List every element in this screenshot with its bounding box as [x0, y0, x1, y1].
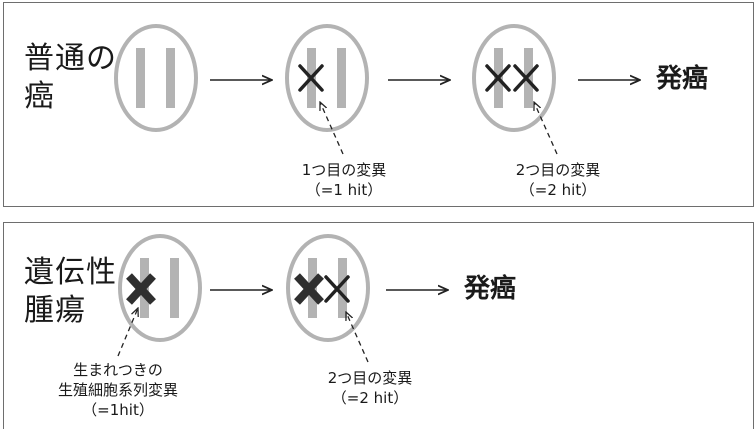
mutation-x-mark	[324, 275, 350, 303]
top-cell-2	[285, 24, 369, 132]
germline-x-mark	[294, 273, 324, 305]
double-mutation-x-mark	[485, 64, 539, 92]
bottom-note2-line1: 2つ目の変異	[327, 369, 413, 387]
top-cell-3	[472, 24, 556, 132]
top-pointer-2	[534, 102, 558, 155]
chromosome-right	[166, 48, 175, 108]
top-note1-line2: （=1 hit）	[305, 181, 383, 199]
bottom-note1-line3: （=1hit）	[82, 401, 154, 419]
top-pointer-1	[320, 102, 344, 155]
top-note2-line2: （=2 hit）	[519, 181, 597, 199]
bottom-note2-line2: （=2 hit）	[331, 389, 409, 407]
top-result-label: 発癌	[656, 64, 709, 94]
top-cell-1	[114, 24, 198, 132]
bottom-pointer-2	[346, 312, 369, 363]
top-row-label-line2: 癌	[24, 79, 55, 114]
top-note1-line1: 1つ目の変異	[301, 161, 387, 179]
normal-cancer-panel	[3, 2, 754, 207]
chromosome-left	[136, 48, 145, 108]
bottom-row-label-line1: 遺伝性	[24, 255, 117, 290]
bottom-note1-line1: 生まれつきの	[73, 361, 163, 379]
bottom-row-label-line2: 腫瘍	[24, 293, 86, 328]
bottom-result-label: 発癌	[464, 274, 517, 304]
bottom-cell-2	[286, 234, 370, 342]
germline-x-mark	[126, 273, 156, 305]
top-row-label-line1: 普通の	[24, 41, 117, 76]
bottom-note1-line2: 生殖細胞系列変異	[57, 381, 179, 399]
bottom-cell-1	[118, 234, 202, 342]
top-note2-line1: 2つ目の変異	[515, 161, 601, 179]
mutation-x-mark	[298, 64, 324, 92]
